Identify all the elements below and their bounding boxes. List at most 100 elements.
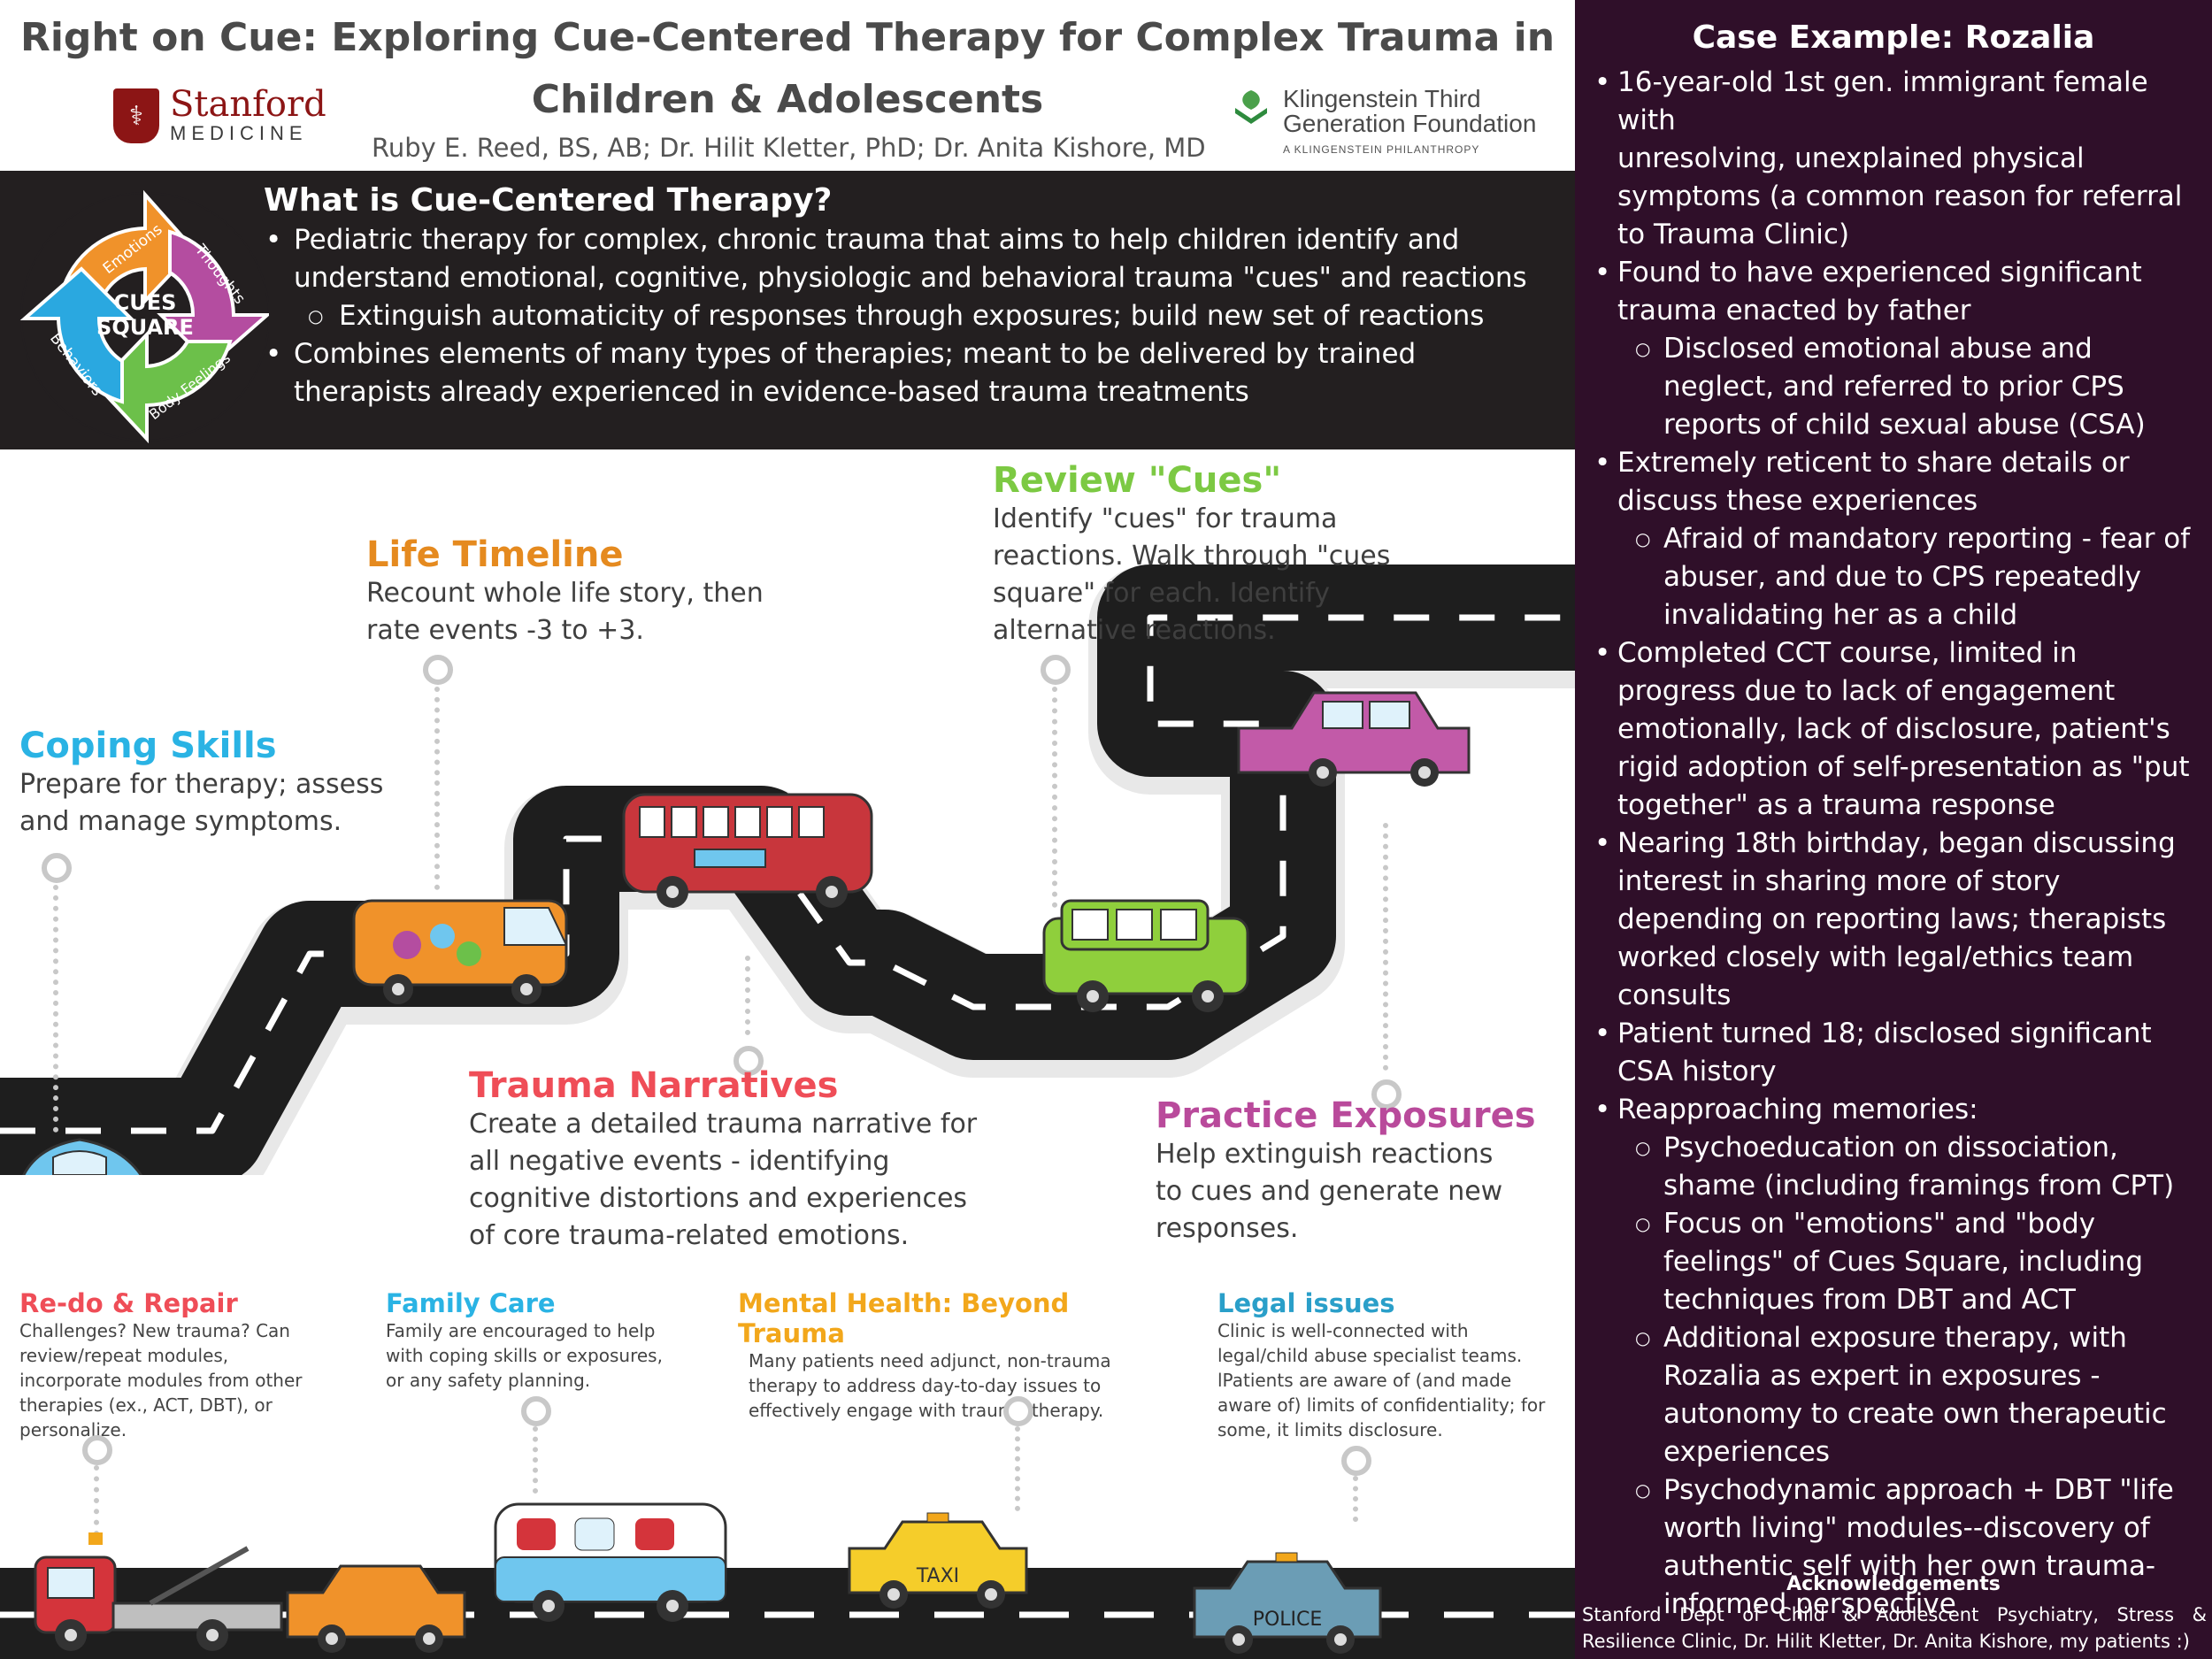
taxi-car: TAXI [848,1512,1028,1609]
mental-health-pin-line [1015,1426,1020,1511]
cues-square-center-line2: SQUARE [96,315,194,340]
case-sub-bullet-1: Disclosed emotional abuse and neglect, a… [1593,330,2212,444]
family-care-title: Family Care [386,1288,556,1318]
review-cues-line-1: Identify "cues" for trauma [993,503,1338,534]
cues-square-center-line1: CUES [114,290,177,315]
case-line: experiences [1663,1436,1830,1468]
case-line: Disclosed emotional abuse and [1663,333,2093,365]
redo-repair-title: Re-do & Repair [19,1288,238,1318]
pink-car [1237,691,1471,787]
case-line: feelings" of Cues Square, including [1663,1246,2144,1278]
redo-repair-pin [82,1435,112,1465]
case-line: trauma enacted by father [1617,295,1971,326]
behaviors-segment [19,266,135,404]
body-feelings-segment [95,330,233,444]
case-bullet-5: Nearing 18th birthday, began discussing … [1593,825,2212,1015]
review-cues-pin-line [1052,687,1057,908]
cct-bullet-2-line-1: Combines elements of many types of thera… [294,338,1417,370]
case-line: discuss these experiences [1617,485,1978,517]
coping-skills-title: Coping Skills [19,726,277,766]
stanford-crest-icon: ⚕ [113,88,159,143]
case-sub-bullet-2: Afraid of mandatory reporting - fear of … [1593,520,2212,634]
case-line: interest in sharing more of story [1617,865,2061,897]
cct-bullet-1-line-1: Pediatric therapy for complex, chronic t… [294,224,1460,256]
coping-skills-pin [42,853,72,883]
case-line: Nearing 18th birthday, began discussing [1617,827,2176,859]
redo-repair-line-4: therapies (ex., ACT, DBT), or [19,1394,273,1416]
legal-issues-line-1: Clinic is well-connected with [1217,1320,1469,1341]
life-timeline-pin-line [434,687,440,890]
review-cues-pin [1041,655,1071,685]
coping-skills-line-2: and manage symptoms. [19,806,342,837]
case-bullet-7: Reapproaching memories: [1593,1091,2212,1129]
case-line: together" as a trauma response [1617,789,2055,821]
family-care-line-1: Family are encouraged to help [386,1320,656,1341]
acknowledgements-title: Acknowledgements [1786,1573,2001,1595]
case-line: Extremely reticent to share details or [1617,447,2130,479]
family-care-line-3: or any safety planning. [386,1370,591,1391]
case-line: progress due to lack of engagement [1617,675,2116,707]
taxi-label: TAXI [916,1565,959,1587]
thoughts-segment [157,229,269,367]
case-line: unresolving, unexplained physical [1617,142,2085,174]
cues-square-diagram: Emotions Thoughts Body Feelings Behavior… [19,189,269,444]
case-line: CSA history [1617,1056,1777,1087]
orange-car [286,1564,466,1653]
redo-repair-pin-line [94,1465,99,1536]
green-suv [1042,899,1249,1012]
practice-exposures-pin [1371,1079,1402,1110]
review-cues-title: Review "Cues" [993,460,1282,501]
case-line: emotionally, lack of disclosure, patient… [1617,713,2170,745]
review-cues-line-2: reactions. Walk through "cues [993,541,1391,572]
coping-skills-pin-line [53,885,58,1133]
step-life-timeline: Life Timeline Recount whole life story, … [366,534,826,649]
trauma-narratives-pin [733,1046,764,1076]
acknowledgements-body: Stanford Dept of Child & Adolescent Psyc… [1582,1601,2207,1655]
trauma-narratives-line-2: all negative events - identifying [469,1146,890,1177]
review-cues-line-4: alternative reactions. [993,615,1276,646]
mental-health-line-2: therapy to address day-to-day issues to [749,1375,1102,1396]
redo-repair-line-3: incorporate modules from other [19,1370,303,1391]
flower-van [352,899,568,1004]
case-line: Rozalia as expert in exposures - [1663,1360,2101,1392]
life-timeline-line-1: Recount whole life story, then [366,578,764,609]
mental-health-line-1: Many patients need adjunct, non-trauma [749,1350,1111,1371]
case-line: Afraid of mandatory reporting - fear of [1663,523,2191,555]
case-line: 16-year-old 1st gen. immigrant female wi… [1617,66,2148,136]
mental-health-pin [1003,1396,1033,1426]
case-bullets: 16-year-old 1st gen. immigrant female wi… [1593,64,2212,1624]
cct-bullet-1-line-2: understand emotional, cognitive, physiol… [294,262,1527,294]
case-line: worked closely with legal/ethics team [1617,941,2134,973]
case-bullet-2: Found to have experienced significant tr… [1593,254,2212,330]
practice-exposures-line-2: to cues and generate new [1156,1176,1503,1207]
klingenstein-subtitle: A KLINGENSTEIN PHILANTHROPY [1283,143,1480,156]
step-review-cues: Review "Cues" Identify "cues" for trauma… [993,460,1453,649]
title-line-2: Children & Adolescents [531,77,1044,122]
legal-issues-pin [1341,1446,1371,1476]
case-line: informed perspective [1663,1588,1956,1620]
case-line: symptoms (a common reason for referral [1617,180,2183,212]
coping-skills-line-1: Prepare for therapy; assess [19,769,384,800]
cct-bullet-1: Pediatric therapy for complex, chronic t… [264,221,1573,297]
family-care-pin-line [533,1426,538,1494]
case-line: neglect, and referred to prior CPS [1663,371,2124,403]
police-label: POLICE [1253,1609,1323,1631]
blue-beetle-car [22,1138,143,1175]
redo-repair-line-5: personalize. [19,1419,127,1440]
case-line: Reapproaching memories: [1617,1094,1978,1125]
case-sub-bullet-6: Psychodynamic approach + DBT "life worth… [1593,1471,2212,1624]
family-care-line-2: with coping skills or exposures, [386,1345,663,1366]
case-sub-bullet-4: Focus on "emotions" and "body feelings" … [1593,1205,2212,1319]
legal-issues-line-4: aware of) limits of confidentiality; for [1217,1394,1546,1416]
klingenstein-line-2: Generation Foundation [1283,110,1537,137]
case-line: shame (including framings from CPT) [1663,1170,2175,1202]
case-title: Case Example: Rozalia [1692,19,2095,56]
step-coping-skills: Coping Skills Prepare for therapy; asses… [19,726,409,841]
case-bullet-4: Completed CCT course, limited in progres… [1593,634,2212,825]
step-trauma-narratives: Trauma Narratives Create a detailed trau… [469,1065,1018,1255]
case-line: autonomy to create own therapeutic [1663,1398,2167,1430]
road-illustration [0,565,1575,1175]
trauma-narratives-title: Trauma Narratives [469,1065,839,1106]
trauma-narratives-line-3: cognitive distortions and experiences [469,1183,968,1214]
box-legal-issues: Legal issues Clinic is well-connected wi… [1217,1288,1575,1442]
